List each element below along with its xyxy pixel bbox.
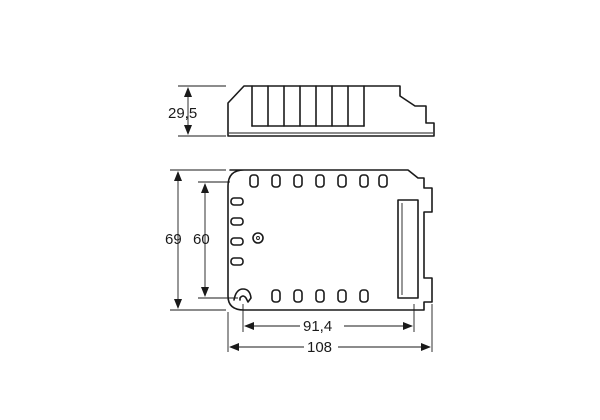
side-view: 29,5 bbox=[168, 85, 435, 137]
label-width-outer: 108 bbox=[307, 339, 332, 356]
label-width-inner: 91,4 bbox=[303, 318, 332, 335]
top-view: 69 60 91,4 108 bbox=[165, 169, 433, 356]
upper-slots bbox=[249, 174, 388, 188]
label-height-inner: 60 bbox=[193, 231, 210, 248]
left-slots bbox=[230, 197, 244, 266]
side-fins bbox=[251, 85, 365, 127]
lower-slots bbox=[271, 289, 369, 303]
dimension-height-outer: 69 bbox=[165, 169, 226, 311]
mounting-notch bbox=[233, 288, 252, 303]
dimension-height-side: 29,5 bbox=[168, 85, 226, 137]
label-height-outer: 69 bbox=[165, 231, 182, 248]
dimension-height-inner: 60 bbox=[193, 181, 238, 299]
mounting-hole bbox=[252, 232, 264, 244]
label-height-side: 29,5 bbox=[168, 105, 197, 122]
dimension-width-inner: 91,4 bbox=[242, 304, 415, 335]
dimension-width-outer: 108 bbox=[227, 304, 433, 356]
terminal-block bbox=[397, 199, 419, 299]
